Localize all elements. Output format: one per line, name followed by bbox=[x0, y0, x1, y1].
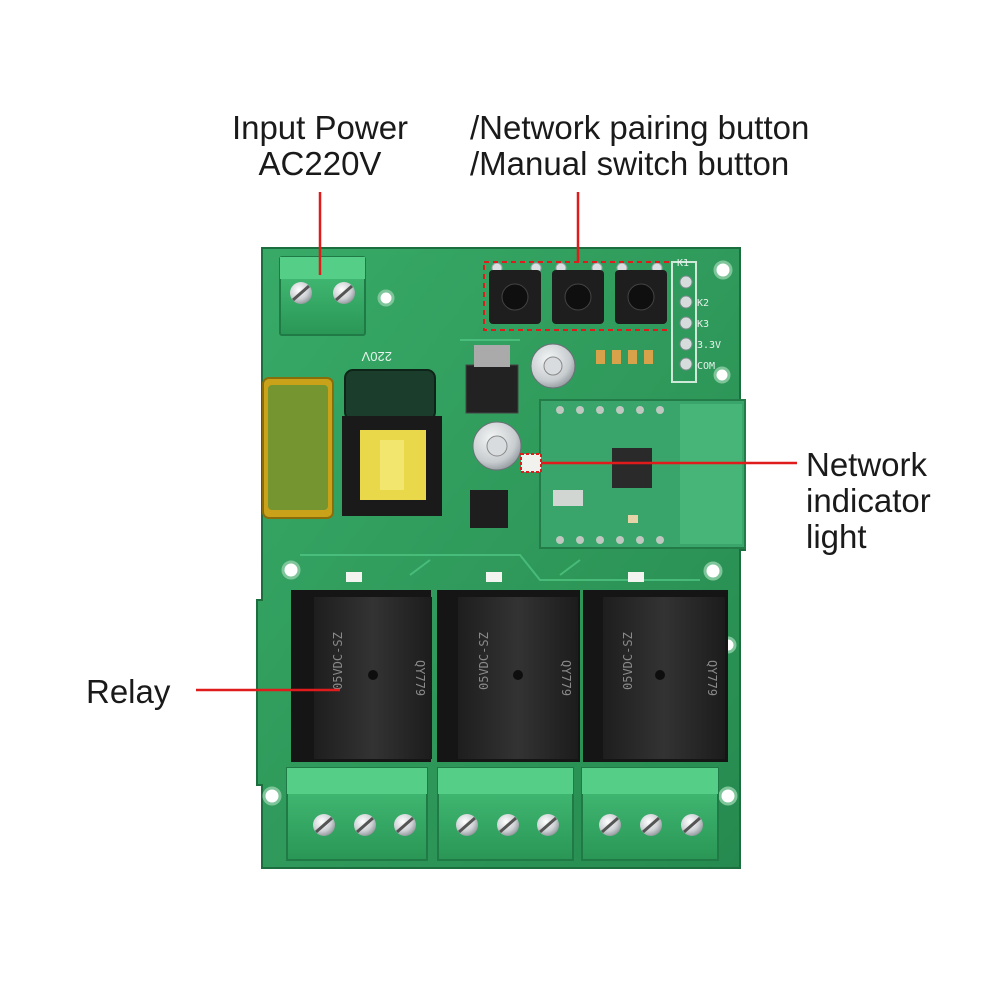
relay-label: Relay bbox=[86, 673, 171, 710]
relay-part-text: QY779 bbox=[413, 660, 427, 696]
pin-label: 3.3V bbox=[697, 340, 721, 351]
output-terminal-block-2 bbox=[437, 767, 574, 861]
relay-model-text: 05VDC-SZ bbox=[621, 632, 635, 690]
pin-label: K1 bbox=[677, 258, 689, 269]
relay-part-text: QY779 bbox=[559, 660, 573, 696]
pin-header: K1 K2 K3 3.3V COM bbox=[671, 258, 721, 383]
network-pairing-label: /Network pairing button bbox=[470, 109, 810, 146]
input-power-voltage: AC220V bbox=[258, 145, 382, 182]
input-power-label: Input Power bbox=[231, 109, 409, 146]
indicator-label-line2: indicator bbox=[806, 482, 931, 519]
network-indicator-led bbox=[520, 453, 542, 473]
output-terminal-block-1 bbox=[286, 767, 428, 861]
indicator-label-line1: Network bbox=[806, 446, 928, 483]
output-terminal-block-3 bbox=[581, 767, 719, 861]
input-terminal-block bbox=[279, 256, 366, 336]
board-silkscreen-voltage: 220V bbox=[361, 349, 392, 364]
indicator-label-line3: light bbox=[806, 518, 867, 555]
network-indicator-callout: Network indicator light bbox=[806, 447, 931, 555]
manual-switch-label: /Manual switch button bbox=[470, 145, 790, 182]
pin-label: K3 bbox=[697, 319, 709, 330]
pin-label: COM bbox=[697, 361, 715, 372]
relay-model-text: 05VDC-SZ bbox=[477, 632, 491, 690]
relay-callout: Relay bbox=[86, 674, 170, 710]
relay-3: 05VDC-SZ QY779 bbox=[583, 590, 728, 762]
power-supply-components: 220V bbox=[262, 343, 653, 528]
relay-2: 05VDC-SZ QY779 bbox=[437, 590, 580, 762]
relay-status-leds bbox=[346, 572, 644, 582]
relay-part-text: QY779 bbox=[705, 660, 719, 696]
tactile-buttons bbox=[483, 261, 673, 331]
relay-model-text: 05VDC-SZ bbox=[331, 632, 345, 690]
input-power-callout: Input Power AC220V bbox=[205, 110, 435, 182]
relay-1: 05VDC-SZ QY779 bbox=[291, 590, 432, 762]
buttons-callout: /Network pairing button /Manual switch b… bbox=[470, 110, 809, 182]
callout-lines bbox=[196, 192, 797, 692]
pin-label: K2 bbox=[697, 298, 709, 309]
